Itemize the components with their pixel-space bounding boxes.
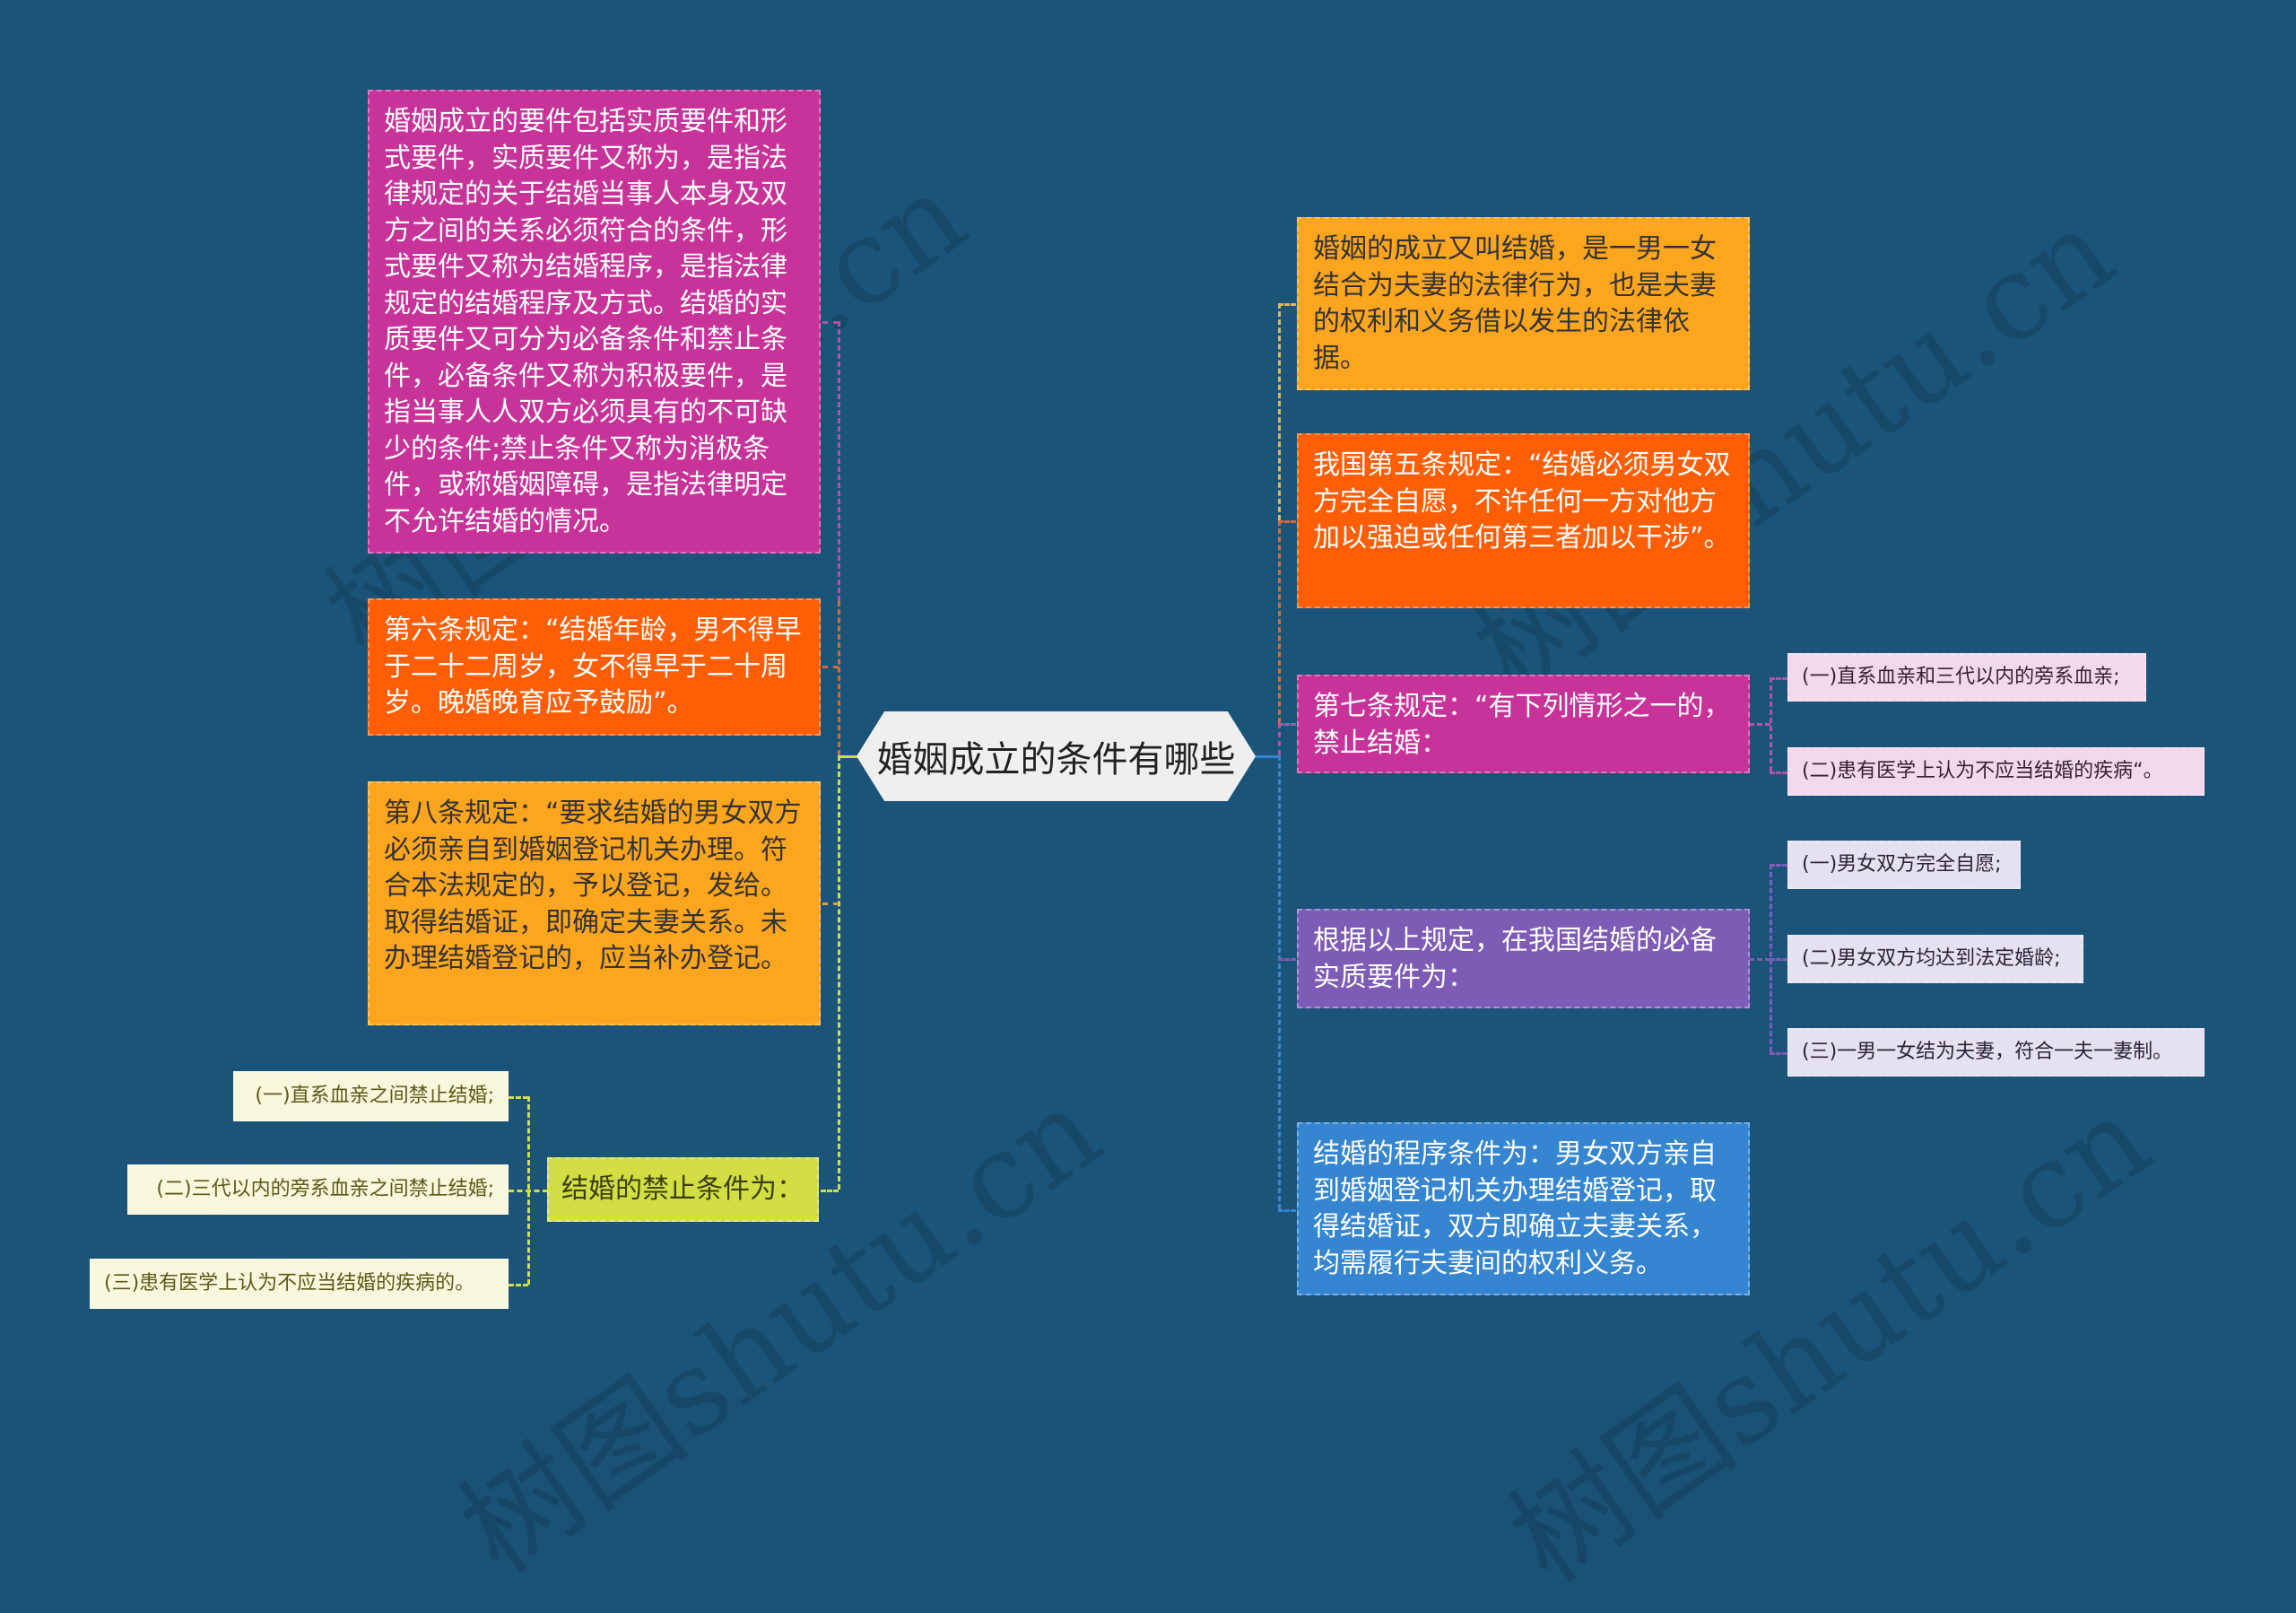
connector	[1770, 677, 1787, 680]
connector	[1770, 1052, 1787, 1055]
leaf-requirement-2[interactable]: (二)男女双方均达到法定婚龄;	[1787, 935, 2083, 983]
connector	[1749, 723, 1770, 726]
topic-text: 婚姻的成立又叫结婚，是一男一女结合为夫妻的法律行为，也是夫妻的权利和义务借以发生…	[1313, 233, 1717, 374]
connector	[1278, 520, 1281, 723]
topic-marriage-definition[interactable]: 婚姻的成立又叫结婚，是一男一女结合为夫妻的法律行为，也是夫妻的权利和义务借以发生…	[1297, 217, 1750, 390]
topic-prohibited-conditions[interactable]: 结婚的禁止条件为：	[547, 1157, 819, 1222]
topic-essential-requirements[interactable]: 根据以上规定，在我国结婚的必备实质要件为：	[1297, 909, 1750, 1008]
connector	[509, 1284, 528, 1286]
connector	[822, 902, 839, 905]
connector	[838, 321, 840, 601]
connector	[1278, 303, 1296, 306]
mindmap-canvas: 树图shutu.cn 树图shutu.cn 树图shutu.cn 树图shutu…	[90, 90, 2205, 1609]
connector	[1749, 958, 1770, 961]
connector	[509, 1190, 548, 1192]
leaf-text: (二)患有医学上认为不应当结婚的疾病“。	[1802, 760, 2163, 783]
topic-article-8[interactable]: 第八条规定：“要求结婚的男女双方必须亲自到婚姻登记机关办理。符合本法规定的，予以…	[368, 781, 821, 1025]
connector	[822, 321, 839, 324]
leaf-prohibited-2[interactable]: (二)三代以内的旁系血亲之间禁止结婚;	[127, 1164, 509, 1215]
root-topic-label: 婚姻成立的条件有哪些	[876, 739, 1236, 780]
topic-marriage-requirements[interactable]: 婚姻成立的要件包括实质要件和形式要件，实质要件又称为，是指法律规定的关于结婚当事…	[368, 90, 821, 554]
leaf-requirement-1[interactable]: (一)男女双方完全自愿;	[1787, 841, 2021, 889]
connector	[822, 666, 839, 668]
leaf-requirement-3[interactable]: (三)一男一女结为夫妻，符合一夫一妻制。	[1787, 1028, 2205, 1077]
connector	[1254, 755, 1279, 758]
connector	[1278, 723, 1281, 755]
leaf-text: (二)男女双方均达到法定婚龄;	[1802, 947, 2061, 971]
topic-text: 我国第五条规定：“结婚必须男女双方完全自愿，不许任何一方对他方加以强迫或任何第三…	[1313, 449, 1731, 554]
connector	[1770, 958, 1787, 961]
topic-text: 第八条规定：“要求结婚的男女双方必须亲自到婚姻登记机关办理。符合本法规定的，予以…	[384, 798, 802, 974]
connector	[1770, 864, 1787, 867]
leaf-text: (一)男女双方完全自愿;	[1802, 853, 2002, 876]
topic-text: 结婚的禁止条件为：	[561, 1173, 804, 1206]
connector	[821, 1190, 839, 1192]
connector	[1278, 1209, 1296, 1212]
connector	[838, 755, 840, 1190]
topic-text: 结婚的程序条件为：男女双方亲自到婚姻登记机关办理结婚登记，取得结婚证，双方即确立…	[1313, 1138, 1717, 1279]
leaf-text: (三)一男一女结为夫妻，符合一夫一妻制。	[1802, 1041, 2173, 1064]
connector	[1278, 755, 1281, 1209]
topic-procedural-conditions[interactable]: 结婚的程序条件为：男女双方亲自到婚姻登记机关办理结婚登记，取得结婚证，双方即确立…	[1297, 1122, 1750, 1295]
topic-article-5[interactable]: 我国第五条规定：“结婚必须男女双方完全自愿，不许任何一方对他方加以强迫或任何第三…	[1297, 433, 1750, 608]
connector	[1770, 772, 1787, 774]
leaf-text: (一)直系血亲和三代以内的旁系血亲;	[1802, 666, 2120, 689]
leaf-article-7-1[interactable]: (一)直系血亲和三代以内的旁系血亲;	[1787, 653, 2146, 702]
topic-text: 根据以上规定，在我国结婚的必备实质要件为：	[1313, 925, 1717, 993]
connector	[1278, 303, 1281, 520]
leaf-article-7-2[interactable]: (二)患有医学上认为不应当结婚的疾病“。	[1787, 747, 2205, 796]
topic-article-6[interactable]: 第六条规定：“结婚年龄，男不得早于二十二周岁，女不得早于二十周岁。晚婚晚育应予鼓…	[368, 598, 821, 736]
topic-text: 第七条规定：“有下列情形之一的，禁止结婚：	[1313, 691, 1731, 759]
connector	[509, 1096, 528, 1099]
leaf-text: (一)直系血亲之间禁止结婚;	[255, 1085, 494, 1108]
connector	[1278, 958, 1296, 961]
topic-text: 第六条规定：“结婚年龄，男不得早于二十二周岁，女不得早于二十周岁。晚婚晚育应予鼓…	[384, 615, 802, 719]
connector	[839, 755, 858, 758]
connector	[1278, 520, 1296, 523]
topic-text: 婚姻成立的要件包括实质要件和形式要件，实质要件又称为，是指法律规定的关于结婚当事…	[384, 106, 787, 537]
root-topic[interactable]: 婚姻成立的条件有哪些	[857, 711, 1256, 801]
leaf-text: (三)患有医学上认为不应当结婚的疾病的。	[104, 1272, 475, 1295]
leaf-text: (二)三代以内的旁系血亲之间禁止结婚;	[156, 1178, 494, 1201]
leaf-prohibited-1[interactable]: (一)直系血亲之间禁止结婚;	[233, 1071, 509, 1121]
connector	[1278, 723, 1296, 726]
connector	[838, 601, 840, 755]
leaf-prohibited-3[interactable]: (三)患有医学上认为不应当结婚的疾病的。	[90, 1259, 509, 1309]
topic-article-7[interactable]: 第七条规定：“有下列情形之一的，禁止结婚：	[1297, 675, 1750, 773]
connector	[1770, 677, 1772, 772]
